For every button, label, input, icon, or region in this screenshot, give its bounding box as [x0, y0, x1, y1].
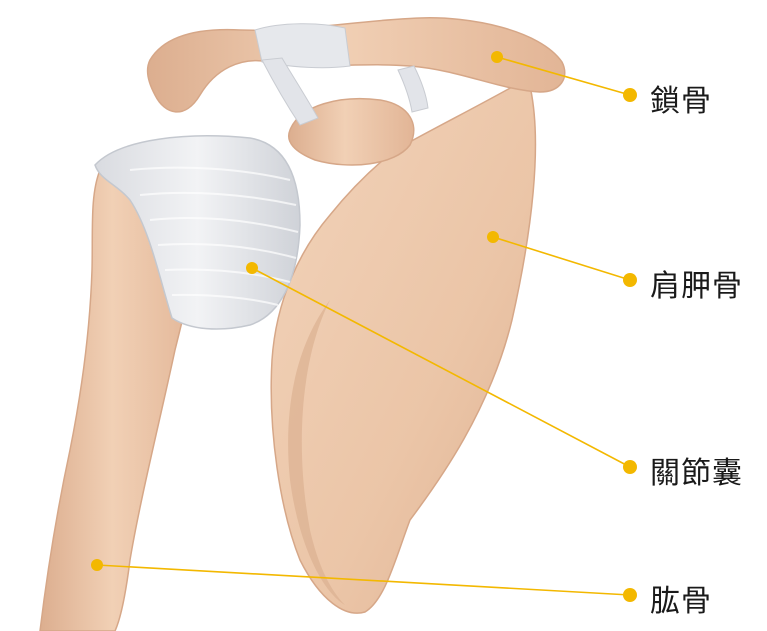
marker-dot [491, 51, 503, 63]
label-scapula: 肩胛骨 [650, 261, 743, 305]
marker-dot [623, 88, 637, 102]
ligament-left [262, 58, 318, 125]
label-humerus: 肱骨 [650, 576, 712, 620]
marker-dot [91, 559, 103, 571]
marker-dot [623, 273, 637, 287]
marker-dot [623, 460, 637, 474]
ligament-right [398, 66, 428, 112]
label-joint-capsule: 關節囊 [650, 448, 743, 492]
marker-dot [623, 588, 637, 602]
label-clavicle: 鎖骨 [650, 76, 712, 120]
marker-dot [246, 262, 258, 274]
marker-dot [487, 231, 499, 243]
